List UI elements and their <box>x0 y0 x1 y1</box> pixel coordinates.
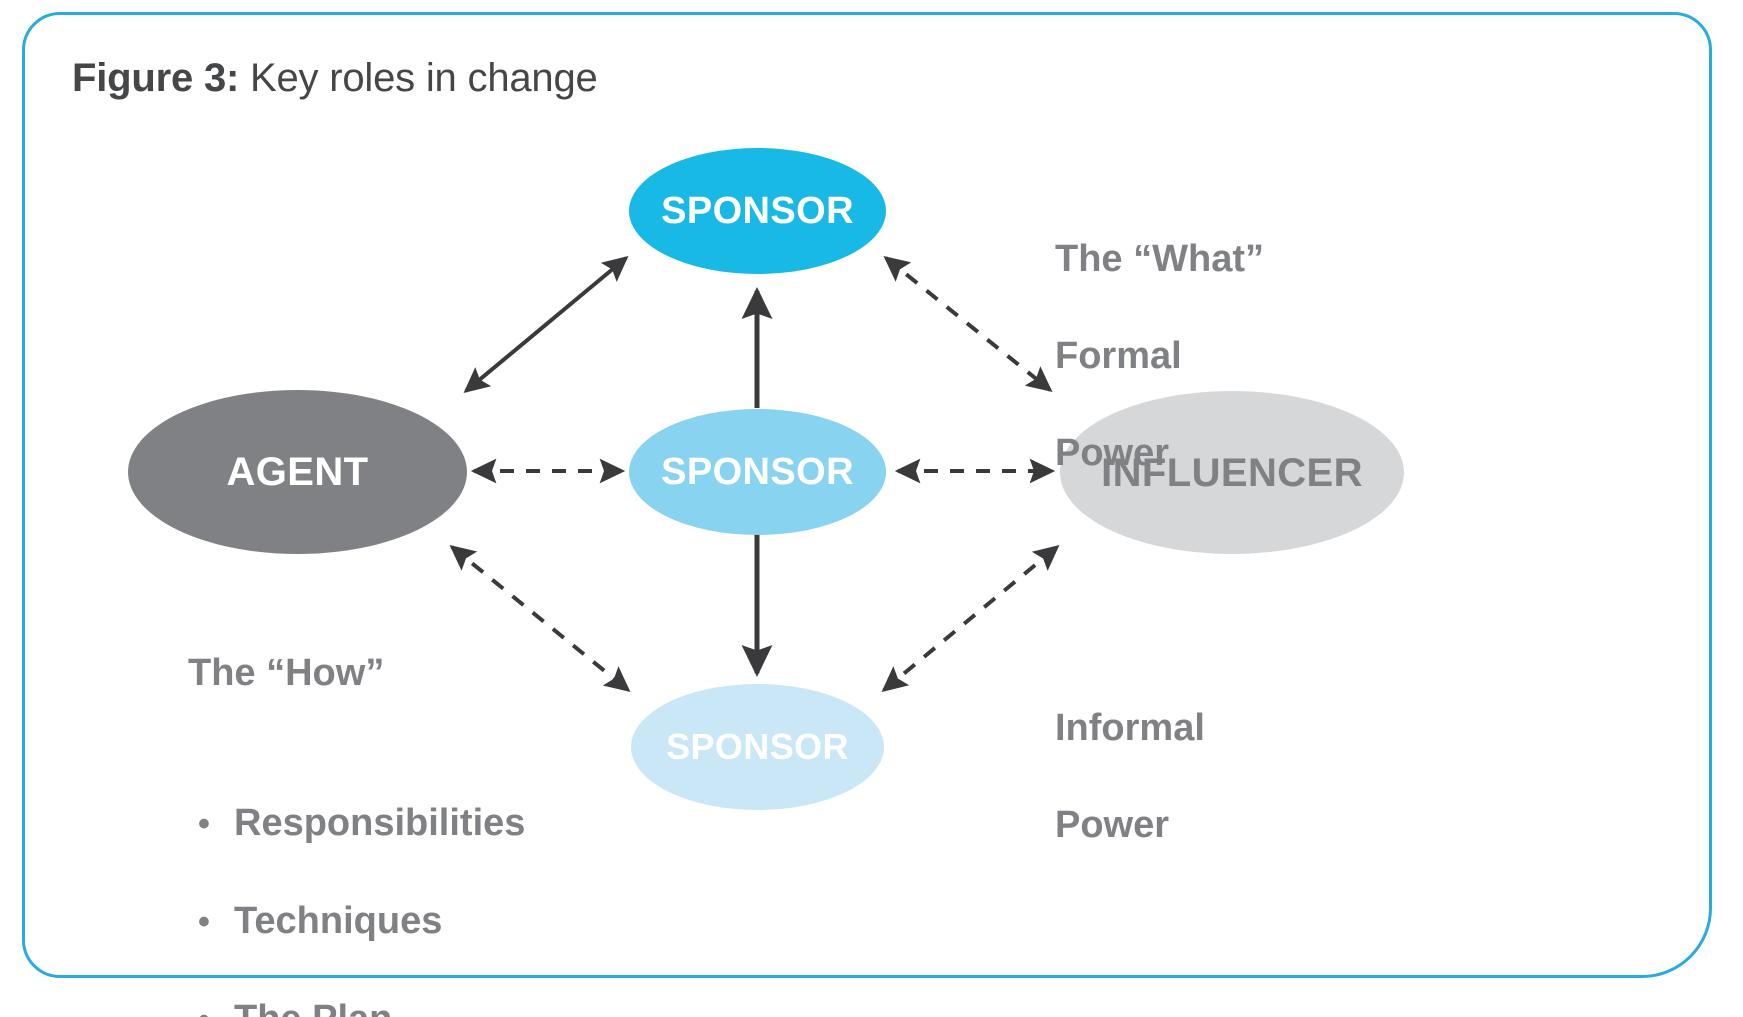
bullet-icon: • <box>198 902 210 941</box>
node-sponsor-mid[interactable]: SPONSOR <box>629 409 886 535</box>
figure-title-text: Key roles in change <box>239 56 598 100</box>
list-item-label: Techniques <box>234 899 443 942</box>
annotation-what-line2: Formal <box>1055 334 1182 377</box>
annotation-how-heading: The “How” <box>188 651 385 694</box>
annotation-what-line1: The “What” <box>1055 237 1264 280</box>
bullet-icon: • <box>198 804 210 843</box>
annotation-informal-power: Informal Power <box>1055 655 1205 898</box>
list-item-label: The Plan <box>234 995 392 1017</box>
page-title: Figure 3: Key roles in change <box>72 56 598 101</box>
annotation-formal-power: The “What” Formal Power <box>1055 186 1264 526</box>
list-item: • Techniques <box>198 897 525 946</box>
node-agent-label: AGENT <box>226 450 369 494</box>
node-influencer-label: INFLUENCER <box>1101 450 1363 495</box>
node-sponsor-top-label: SPONSOR <box>661 190 854 232</box>
node-sponsor-bottom[interactable]: SPONSOR <box>631 684 884 810</box>
bullet-icon: • <box>198 1003 234 1017</box>
annotation-informal-line2: Power <box>1055 803 1170 846</box>
connector-sponsor-top-influencer <box>883 255 1053 393</box>
node-sponsor-bottom-label: SPONSOR <box>666 726 849 767</box>
node-sponsor-mid-label: SPONSOR <box>661 451 854 493</box>
node-sponsor-top[interactable]: SPONSOR <box>629 148 886 274</box>
connector-agent-sponsor-bottom <box>449 544 631 693</box>
figure-label: Figure 3: <box>72 56 240 100</box>
annotation-informal-line1: Informal <box>1055 706 1205 749</box>
node-influencer[interactable]: INFLUENCER <box>1060 391 1404 554</box>
annotation-how: The “How” • Responsibilities • Technique… <box>188 600 525 1017</box>
annotation-how-list: • Responsibilities • Techniques • The Pl… <box>188 750 525 1017</box>
node-agent[interactable]: AGENT <box>128 390 467 554</box>
connector-sponsor-bottom-influencer <box>881 544 1060 693</box>
list-item-label: Responsibilities <box>234 801 526 844</box>
connector-agent-sponsor-top <box>463 255 629 394</box>
list-item: • The Plan <box>198 995 525 1017</box>
annotation-what-line3: Power <box>1055 432 1170 475</box>
list-item: • Responsibilities <box>198 799 525 848</box>
